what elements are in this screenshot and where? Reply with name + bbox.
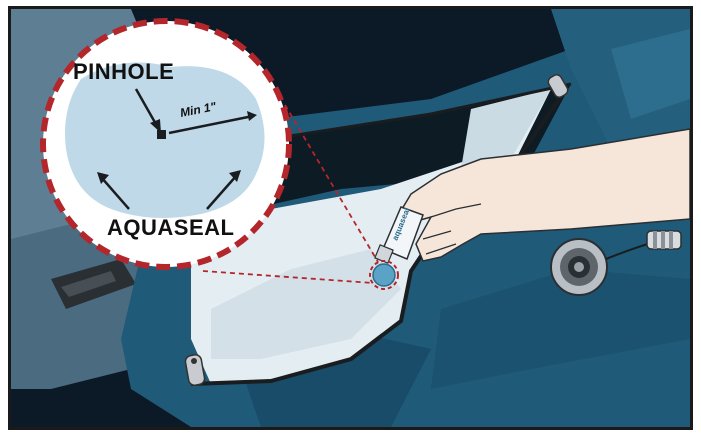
- repair-spot: [373, 264, 395, 286]
- illustration-frame: aquaseal Min 1" PINHOLE AQUASEAL: [8, 6, 693, 430]
- pinhole-dot: [157, 130, 166, 139]
- pinhole-label: PINHOLE: [73, 59, 174, 84]
- callout-magnifier: Min 1" PINHOLE AQUASEAL: [43, 21, 289, 267]
- valve-icon: [551, 239, 607, 295]
- valve-cap-icon: [647, 231, 681, 249]
- fabric-patch: [65, 63, 265, 218]
- repair-illustration: aquaseal Min 1" PINHOLE AQUASEAL: [11, 9, 690, 427]
- aquaseal-label: AQUASEAL: [107, 215, 234, 240]
